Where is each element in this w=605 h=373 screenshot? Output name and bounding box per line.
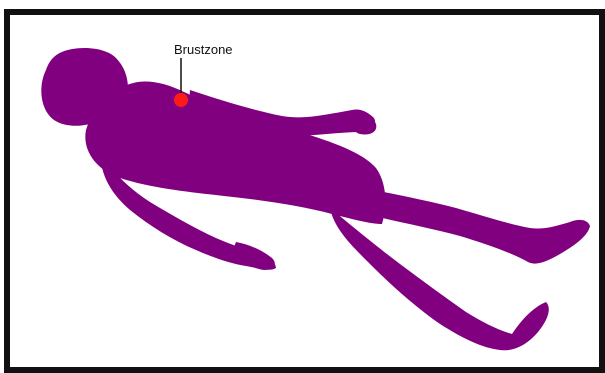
brustzone-marker <box>174 93 188 107</box>
hand-lower <box>232 242 275 270</box>
brustzone-label: Brustzone <box>174 43 233 56</box>
leg-upper <box>349 186 590 264</box>
body-silhouette <box>41 48 590 350</box>
